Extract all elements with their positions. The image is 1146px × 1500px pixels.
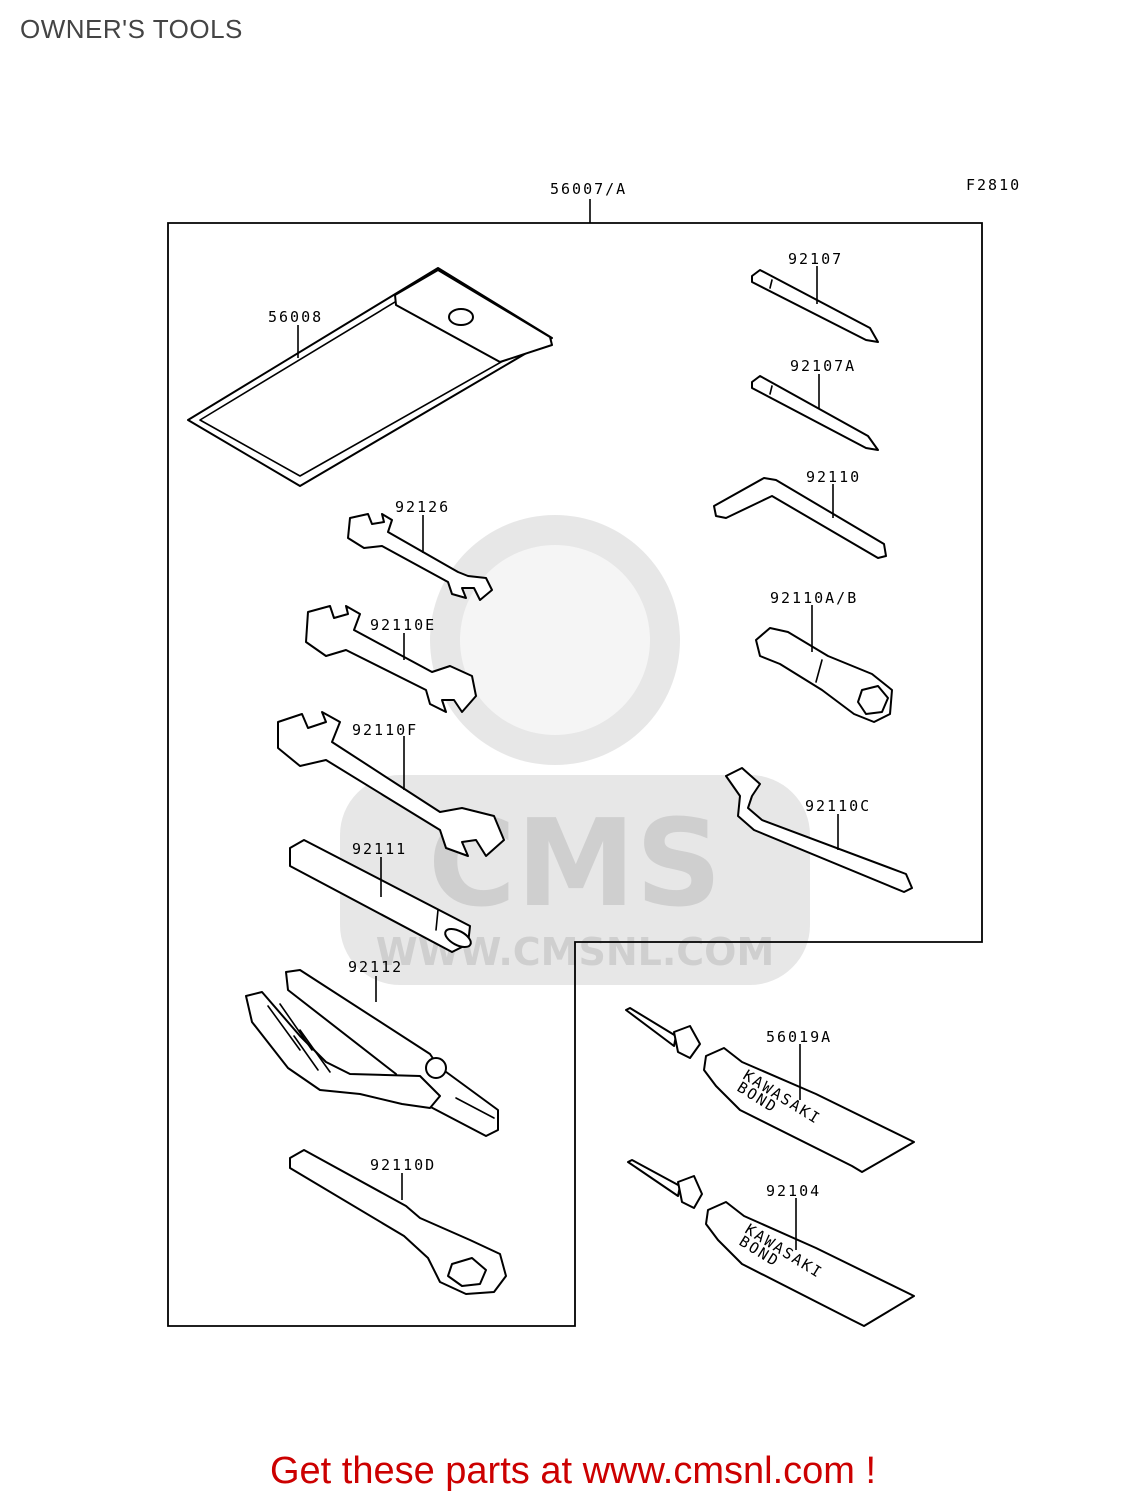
part-label-92107a: 92107A [790,357,856,375]
assembly-label: 56007/A [550,180,627,198]
screwdriver-92107: 92107 [751,250,879,343]
part-label-92104: 92104 [766,1182,821,1200]
screwdriver-92107a: 92107A [751,357,879,451]
hook-spanner-92110c: 92110C [725,767,913,893]
extension-bar-92111: 92111 [289,839,472,953]
plug-socket-92110ab: 92110A/B [755,589,893,723]
tool-pouch-56008: 56008 [187,267,553,487]
part-label-92111: 92111 [352,840,407,858]
page-title: OWNER'S TOOLS [20,14,243,44]
figure-code: F2810 [966,176,1021,194]
part-label-92126: 92126 [395,498,450,516]
hex-key-92110: 92110 [713,468,887,559]
wrench-92110f: 92110F [277,711,505,857]
assembly-frame [167,222,983,1327]
footer-link[interactable]: Get these parts at www.cmsnl.com ! [269,1450,877,1492]
box-wrench-92110d: 92110D [289,1149,507,1295]
part-label-92110ab: 92110A/B [770,589,858,607]
part-label-92110e: 92110E [370,616,436,634]
bond-tube-56019a: KAWASAKI BOND 56019A [625,1007,915,1173]
part-label-56008: 56008 [268,308,323,326]
part-label-92110: 92110 [806,468,861,486]
part-label-92110f: 92110F [352,721,418,739]
bond-tube-92104: KAWASAKI BOND 92104 [627,1159,915,1327]
part-label-92107: 92107 [788,250,843,268]
part-label-92110c: 92110C [805,797,871,815]
wrench-92110e: 92110E [305,605,477,713]
part-label-92112: 92112 [348,958,403,976]
pliers-92112: 92112 [245,958,499,1137]
part-label-56019a: 56019A [766,1028,832,1046]
wrench-92126: 92126 [347,498,493,601]
part-label-92110d: 92110D [370,1156,436,1174]
